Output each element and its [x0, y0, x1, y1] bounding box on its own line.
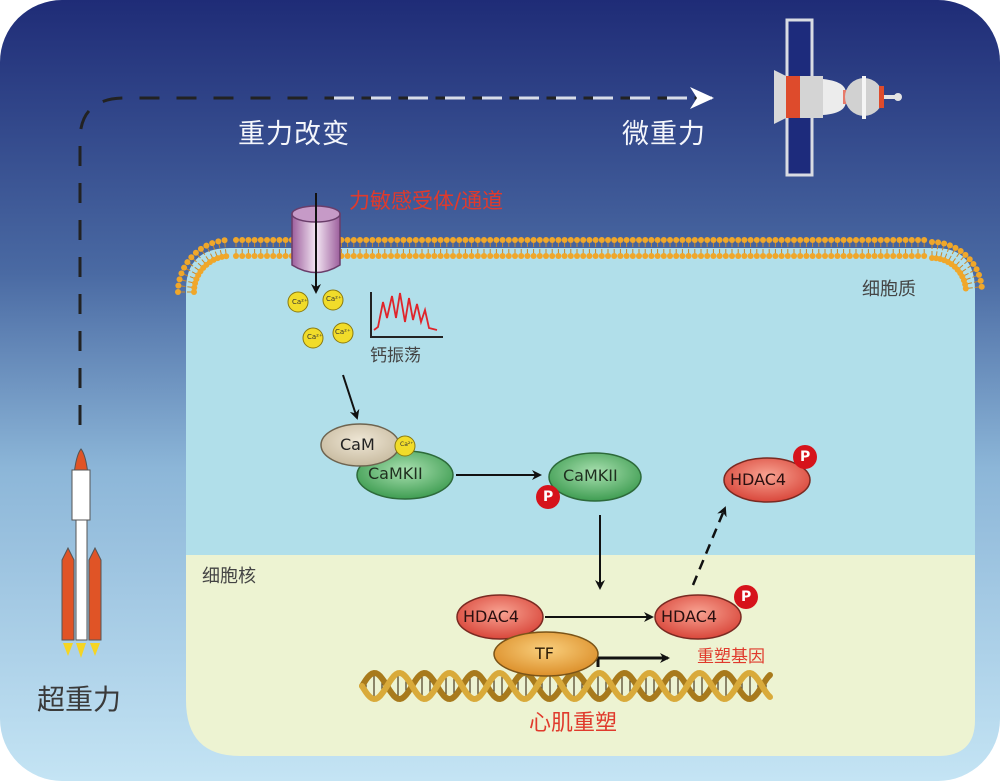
- phospho-badge-camkii: [536, 485, 560, 509]
- label-remodeling-genes: 重塑基因: [697, 647, 765, 667]
- ca-ion-icon: [302, 327, 324, 349]
- hdac4-nuc-phospho-label: HDAC4: [661, 607, 718, 626]
- phospho-label-hdac4-nuc: P: [741, 589, 752, 605]
- ca-bound-label: Ca²⁺: [400, 441, 414, 448]
- calcium-ions: [287, 289, 354, 349]
- phospho-label-camkii: P: [543, 489, 554, 505]
- phospho-badge-hdac4-nuc: [734, 585, 758, 609]
- hdac4-cyto-node: [723, 457, 811, 503]
- tf-label: TF: [535, 644, 554, 663]
- phospho-label-hdac4-cyto: P: [800, 449, 811, 465]
- hdac4-nuc-node: [456, 594, 544, 640]
- arrow-ca-to-cam: [342, 374, 360, 420]
- rocket-icon: [61, 448, 102, 658]
- ca-ion-bound: [394, 435, 416, 457]
- dna-helix: [359, 669, 773, 703]
- label-microgravity: 微重力: [622, 119, 706, 150]
- mechanosensitive-channel-icon: [291, 193, 341, 294]
- ca-ion-label: Ca²⁺: [307, 333, 323, 341]
- hdac4-nuc-phospho-node: [654, 594, 742, 640]
- ca-ion-label: Ca²⁺: [326, 295, 342, 303]
- label-gravity-change: 重力改变: [238, 119, 350, 150]
- ca-ion-label: Ca²⁺: [292, 298, 308, 306]
- label-calcium-oscillation: 钙振荡: [370, 346, 421, 366]
- hdac4-cyto-label: HDAC4: [730, 470, 787, 489]
- tf-node: [493, 631, 599, 677]
- phospho-badge-hdac4-cyto: [793, 445, 817, 469]
- space-station-icon: [774, 18, 902, 177]
- label-hypergravity: 超重力: [37, 683, 122, 716]
- cam-label: CaM: [340, 435, 375, 454]
- ca-ion-label: Ca²⁺: [335, 328, 351, 336]
- ca-ion-icon: [287, 291, 309, 313]
- label-mechanoreceptor: 力敏感受体/通道: [349, 189, 504, 213]
- label-cardiac-remodeling: 心肌重塑: [529, 711, 618, 736]
- camkii-phospho-label: CaMKII: [563, 466, 618, 485]
- ca-ion-icon: [322, 289, 344, 311]
- ca-ion-icon: [332, 322, 354, 344]
- arrow-hdac4-export: [691, 506, 727, 586]
- camkii-phospho-node: [548, 452, 642, 502]
- calcium-oscillation-chart: [370, 292, 443, 338]
- hdac4-nuc-label: HDAC4: [463, 607, 520, 626]
- camkii-bound-label: CaMKII: [368, 464, 423, 483]
- label-cytoplasm: 细胞质: [862, 279, 916, 300]
- label-nucleus: 细胞核: [202, 566, 256, 587]
